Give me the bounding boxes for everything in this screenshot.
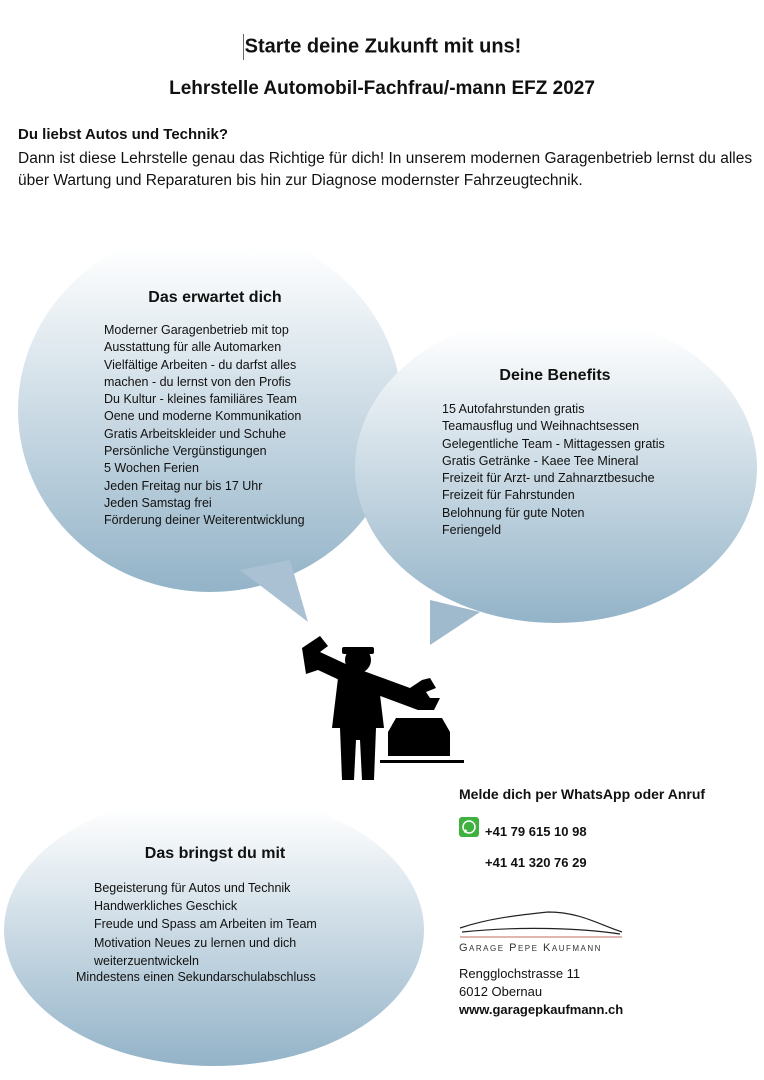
list-item: Persönliche Vergünstigungen <box>104 444 267 459</box>
mechanic-icon <box>302 636 464 780</box>
list-item: Handwerkliches Geschick <box>94 899 238 914</box>
list-item: 5 Wochen Ferien <box>104 461 199 476</box>
list-item: Gratis Getränke - Kaee Tee Mineral <box>442 453 639 468</box>
list-item: Mindestens einen Sekundarschulabschluss <box>76 970 316 984</box>
bubble-expect <box>18 228 402 622</box>
title-text: Starte deine Zukunft mit uns! <box>244 35 522 58</box>
list-item: machen - du lernst von den Profis <box>104 374 291 389</box>
list-item: Freude und Spass am Arbeiten im Team <box>94 917 317 932</box>
list-item: Oene und moderne Kommunikation <box>104 409 302 424</box>
list-item: Freizeit für Arzt- und Zahnarztbesuche <box>442 471 655 486</box>
expect-list: Moderner Garagenbetrieb mit top Ausstatt… <box>104 322 305 530</box>
list-item: Gratis Arbeitskleider und Schuhe <box>104 426 287 441</box>
list-item: Motivation Neues zu lernen und dich <box>94 935 297 950</box>
list-item: Moderner Garagenbetrieb mit top <box>104 323 289 337</box>
bring-heading: Das bringst du mit <box>144 845 286 862</box>
list-item: Ausstattung für alle Automarken <box>104 340 282 355</box>
benefits-heading: Deine Benefits <box>499 367 611 384</box>
list-item: Förderung deiner Weiterentwicklung <box>104 513 305 528</box>
list-item: Belohnung für gute Noten <box>442 505 585 520</box>
benefits-list: 15 Autofahrstunden gratis Teamausflug un… <box>442 401 665 539</box>
list-item: Teamausflug und Weihnachtsessen <box>442 419 640 434</box>
intro-text: Dann ist diese Lehrstelle genau das Rich… <box>18 150 753 189</box>
list-item: weiterzuentwickeln <box>94 953 199 968</box>
text-cursor <box>242 34 244 60</box>
page-title: Starte deine Zukunft mit uns! <box>0 34 764 60</box>
list-item: Du Kultur - kleines familiäres Team <box>104 392 297 407</box>
whatsapp-icon <box>459 817 479 837</box>
list-item: Gelegentliche Team - Mittagessen gratis <box>442 436 665 451</box>
list-item: Freizeit für Fahrstunden <box>442 488 575 503</box>
list-item: 15 Autofahrstunden gratis <box>442 402 585 416</box>
bring-list: Begeisterung für Autos und Technik Handw… <box>94 879 317 970</box>
whatsapp-number[interactable]: +41 79 615 10 98 <box>485 824 587 839</box>
website-link[interactable]: www.garagepkaufmann.ch <box>459 1002 624 1017</box>
list-item: Feriengeld <box>442 523 502 538</box>
list-item: Begeisterung für Autos und Technik <box>94 881 291 895</box>
list-item: Jeden Samstag frei <box>104 495 212 510</box>
bubble-benefits <box>355 313 757 645</box>
phone-number[interactable]: +41 41 320 76 29 <box>485 855 587 870</box>
street: Rengglochstrasse 11 <box>459 966 581 981</box>
bubble-bring <box>4 722 424 1066</box>
contact-heading: Melde dich per WhatsApp oder Anruf <box>459 786 706 802</box>
list-item: Jeden Freitag nur bis 17 Uhr <box>104 478 263 493</box>
company-address: Rengglochstrasse 11 6012 Obernau www.gar… <box>459 965 623 1019</box>
garage-logo-car-icon <box>459 911 623 938</box>
page-subtitle: Lehrstelle Automobil-Fachfrau/-mann EFZ … <box>169 78 595 99</box>
intro-heading: Du liebst Autos und Technik? <box>18 126 228 143</box>
company-logo-text: Garage Pepe Kaufmann <box>459 942 602 954</box>
list-item: Vielfältige Arbeiten - du darfst alles <box>104 357 297 372</box>
city: 6012 Obernau <box>459 984 543 999</box>
expect-heading: Das erwartet dich <box>148 289 282 306</box>
